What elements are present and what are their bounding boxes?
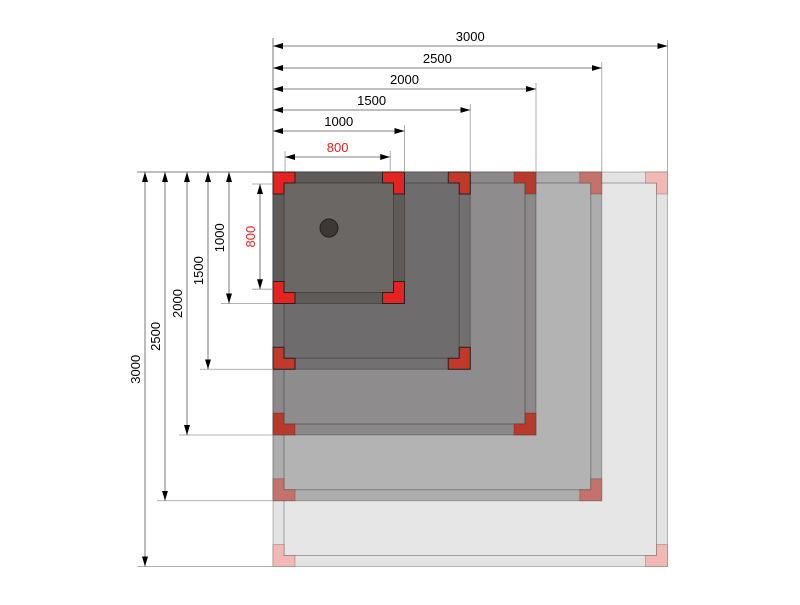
corner-bracket [272,478,296,502]
corner-bracket [382,171,405,195]
corner-bracket [272,281,296,304]
corner-bracket [579,478,603,502]
corner-bracket [382,281,405,304]
dimension-horizontal-1000: 1000 [273,114,405,172]
dimension-vertical-800: 800 [243,183,273,290]
dimension-horizontal-2500: 2500 [273,51,603,172]
dimension-label: 3000 [128,355,143,384]
dimension-label: 1500 [191,256,206,285]
dimension-horizontal-2000: 2000 [273,72,537,172]
dimensions-layer: 3000 2500 2000 1500 1000 800 3000 2500 2000 1500 1… [128,29,668,567]
corner-bracket [272,346,296,370]
corner-bracket [272,544,296,567]
dimension-label: 1000 [324,114,353,129]
corner-bracket [513,412,537,436]
dimension-label: 800 [243,226,258,248]
dimension-vertical-2500: 2500 [148,172,273,502]
dimension-label: 2500 [423,51,452,66]
frame-1000 [272,171,405,304]
corner-bracket [447,171,471,195]
dimension-label: 2000 [390,72,419,87]
dimension-vertical-2000: 2000 [170,172,273,436]
dimension-horizontal-1500: 1500 [273,93,471,172]
corner-bracket [272,412,296,436]
frame-inner [283,182,394,293]
dimension-vertical-1500: 1500 [191,172,273,370]
corner-bracket [645,171,668,195]
dimension-label: 2500 [148,322,163,351]
corner-bracket [645,544,668,567]
dimension-horizontal-3000: 3000 [273,29,668,172]
dimension-label: 800 [327,140,349,155]
corner-bracket [272,171,296,195]
dimension-vertical-1000: 1000 [212,172,273,304]
dimension-label: 1000 [212,223,227,252]
corner-bracket [579,171,603,195]
dimension-vertical-3000: 3000 [128,172,273,567]
dimension-label: 3000 [456,29,485,44]
center-hole-icon [319,218,339,238]
corner-bracket [513,171,537,195]
dimension-horizontal-800: 800 [284,140,391,172]
dimension-label: 1500 [357,93,386,108]
squares-layer [272,171,668,567]
corner-bracket [447,346,471,370]
dimension-label: 2000 [170,289,185,318]
